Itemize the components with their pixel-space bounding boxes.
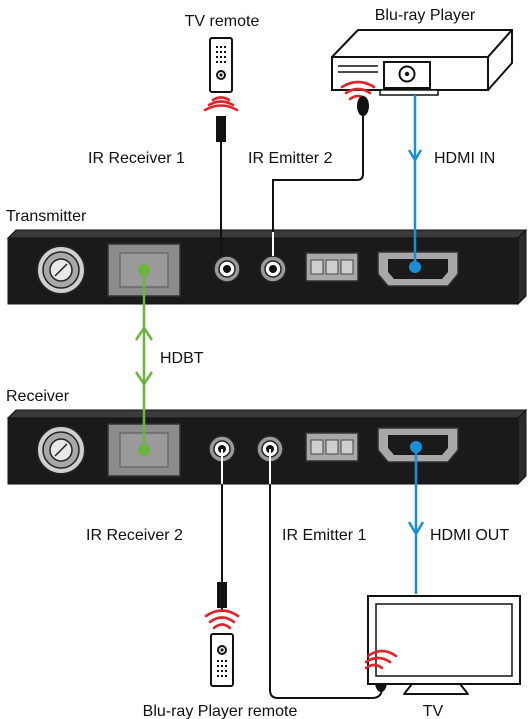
tv-remote-icon	[209, 37, 233, 93]
ir-emitter-1-cable	[269, 449, 383, 699]
ir-signal-icon	[364, 649, 398, 670]
ir-out-jack	[259, 255, 287, 283]
tv-remote-label: TV remote	[185, 13, 260, 30]
ir-receiver-1-sensor	[216, 116, 226, 142]
ir-emitter-2-cable	[272, 96, 364, 256]
tv-monitor-icon	[367, 595, 521, 695]
ir-in-jack	[213, 255, 241, 283]
ir-emitter-1-label: IR Emitter 1	[282, 527, 367, 544]
hdbt-label: HDBT	[160, 350, 204, 367]
ir-emitter-2-head	[357, 96, 369, 116]
ir-receiver-2-label: IR Receiver 2	[86, 527, 183, 544]
ir-receiver-1-label: IR Receiver 1	[88, 150, 185, 167]
tv-label: TV	[423, 703, 444, 719]
terminal-block	[305, 432, 359, 462]
hdmi-in-label: HDMI IN	[434, 150, 495, 167]
ir-emitter-2-label: IR Emitter 2	[248, 150, 333, 167]
receiver-device	[6, 408, 528, 486]
terminal-block	[305, 252, 359, 282]
ir-receiver-2-sensor	[217, 582, 227, 608]
ir-signal-icon	[203, 96, 239, 112]
receiver-label: Receiver	[6, 388, 70, 405]
transmitter-label: Transmitter	[6, 208, 87, 225]
hdmi-out-label: HDMI OUT	[430, 527, 509, 544]
ir-signal-icon	[204, 609, 240, 630]
bluray-player-icon	[331, 29, 513, 96]
bluray-player-label: Blu-ray Player	[375, 7, 476, 24]
transmitter-device	[6, 228, 528, 306]
bluray-remote-label: Blu-ray Player remote	[143, 703, 298, 719]
remote-control-icon	[210, 633, 234, 687]
